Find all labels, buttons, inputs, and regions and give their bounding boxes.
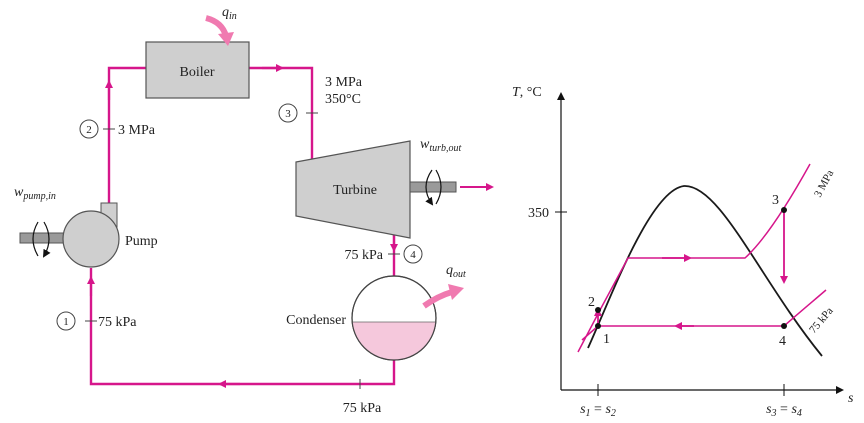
pump: Pump (19, 202, 158, 268)
turbine-rotation-icon (425, 169, 434, 206)
isobar-3mpa (577, 163, 811, 353)
svg-text:4: 4 (410, 249, 416, 261)
ts-point-2 (595, 307, 601, 313)
turbine: Turbine (295, 140, 457, 239)
state-3-temperature: 350°C (325, 92, 361, 107)
ts-point-1 (595, 323, 601, 329)
ts-x-tick-label-right: s3 = s4 (766, 402, 802, 419)
turbine-shaft (409, 181, 457, 193)
ts-point-1-label: 1 (603, 332, 610, 347)
state-4-marker: 4 (403, 244, 423, 264)
pipe-condenser-to-pump (89, 268, 396, 386)
cycle-schematic: Boiler qin 3 MPa 350°C Turbine wturb,out… (14, 5, 494, 416)
state-3-marker: 3 (278, 103, 298, 123)
state-1-pressure: 75 kPa (98, 315, 137, 330)
ts-y-axis-label: T, °C (512, 85, 542, 100)
ts-diagram: T, °C s 350 s1 = s2 s3 = s4 1 2 3 4 3 MP… (512, 85, 854, 419)
svg-text:1: 1 (63, 316, 69, 328)
ts-point-4-label: 4 (779, 334, 786, 349)
state-4-pressure: 75 kPa (345, 248, 384, 263)
ts-x-tick-label-left: s1 = s2 (580, 402, 616, 419)
q-out-label: qout (446, 263, 466, 280)
ts-x-axis-label: s (848, 391, 854, 406)
boiler: Boiler (145, 41, 250, 99)
q-in-label: qin (222, 5, 237, 22)
state-1-marker: 1 (56, 311, 76, 331)
turbine-label: Turbine (333, 183, 377, 198)
svg-text:2: 2 (86, 124, 92, 136)
isobar-75kpa-label: 75 kPa (807, 305, 836, 336)
bottom-pressure-label: 75 kPa (343, 401, 382, 416)
ts-point-2-label: 2 (588, 295, 595, 310)
isobar-3mpa-label: 3 MPa (812, 168, 836, 199)
ts-point-3-label: 3 (772, 193, 779, 208)
w-turb-label: wturb,out (420, 137, 462, 154)
ts-point-3 (781, 207, 787, 213)
saturation-dome (587, 185, 823, 357)
condenser: Condenser (286, 275, 437, 361)
boiler-label: Boiler (180, 65, 215, 80)
ts-y-tick-label: 350 (528, 206, 549, 221)
state-3-pressure: 3 MPa (325, 75, 363, 90)
svg-text:3: 3 (285, 108, 291, 120)
state-2-pressure: 3 MPa (118, 123, 156, 138)
isobar-75kpa (581, 289, 827, 341)
pipe-pump-to-boiler (107, 66, 146, 205)
state-2-marker: 2 (79, 119, 99, 139)
q-in-arrow-icon (205, 15, 234, 46)
q-out-arrow-icon (422, 284, 464, 309)
condenser-label: Condenser (286, 313, 346, 328)
ts-point-4 (781, 323, 787, 329)
pump-shaft (19, 232, 67, 244)
pump-rotation-icon (32, 221, 39, 257)
w-pump-label: wpump,in (14, 185, 56, 202)
pump-label: Pump (125, 234, 158, 249)
